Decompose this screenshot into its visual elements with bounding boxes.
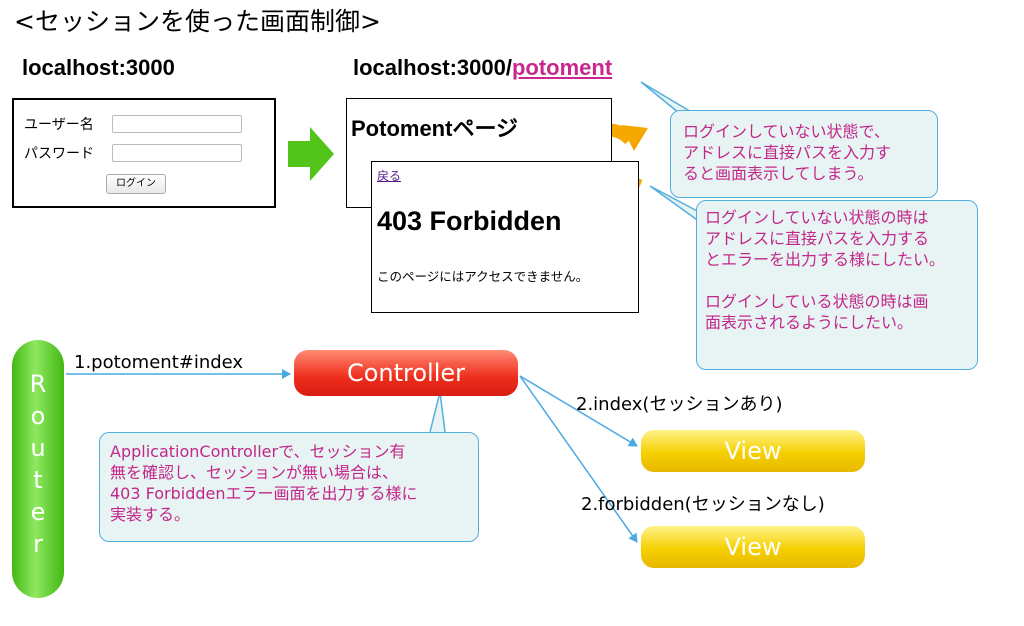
callout2-line: とエラーを出力する様にしたい。 [705,250,946,269]
router-letter: o [30,402,46,430]
diagram-title: <セッションを使った画面制御> [14,7,381,36]
callout1-line: ログインしていない状態で、 [683,122,890,141]
login-button[interactable]: ログイン [106,174,166,194]
password-label: パスワード [24,146,94,162]
callout-problem: ログインしていない状態で、 アドレスに直接パスを入力す ると画面表示してしまう。 [670,110,938,198]
callout1-line: ると画面表示してしまう。 [683,164,874,183]
arrow-controller-view1 [519,375,638,447]
view-node-index: View [641,430,865,472]
password-input[interactable] [112,144,242,162]
router-letter: u [30,434,46,462]
username-label: ユーザー名 [24,117,94,133]
router-letter: t [33,466,43,494]
callout3-line: 無を確認し、セッションが無い場合は、 [110,463,399,482]
url-base: localhost:3000/ [353,55,512,80]
login-form: ユーザー名 パスワード ログイン [12,98,276,208]
back-link[interactable]: 戻る [377,169,402,183]
callout-implementation: ApplicationControllerで、セッション有 無を確認し、セッショ… [99,432,479,542]
callout1-line: アドレスに直接パスを入力す [683,143,892,162]
router-node: R o u t e r [12,340,64,598]
forbidden-page: 戻る 403 Forbidden このページにはアクセスできません。 [371,161,639,313]
callout2-line: 面表示されるようにしたい。 [705,313,914,332]
url-localhost: localhost:3000 [22,55,175,80]
label-to-index: 2.index(セッションあり) [576,394,783,415]
url-path-link[interactable]: potoment [511,55,613,80]
callout-goal: ログインしていない状態の時は アドレスに直接パスを入力する とエラーを出力する様… [696,200,978,370]
callout2-line: アドレスに直接パスを入力する [705,229,930,248]
forbidden-message: このページにはアクセスできません。 [377,269,589,284]
callout3-line: 実装する。 [110,505,191,524]
label-router-to-controller: 1.potoment#index [74,352,244,373]
router-letter: r [33,530,43,558]
callout3-line: 403 Forbiddenエラー画面を出力する様に [110,484,418,503]
router-letter: e [30,498,46,526]
forbidden-title: 403 Forbidden [377,206,562,236]
router-letter: R [29,370,47,398]
url-potoment: localhost:3000/potoment [353,55,612,81]
arrow-right-icon [288,127,334,181]
callout2-line: ログインしている状態の時は画 [705,292,929,311]
view-node-forbidden: View [641,526,865,568]
callout2-line: ログインしていない状態の時は [705,208,929,227]
arrow-controller-view2 [519,375,638,543]
controller-node: Controller [294,350,518,396]
callout2-line [705,270,969,291]
callout3-line: ApplicationControllerで、セッション有 [110,442,406,461]
username-input[interactable] [112,115,242,133]
label-to-forbidden: 2.forbidden(セッションなし) [581,494,825,515]
potoment-page-title: Potomentページ [351,116,518,141]
